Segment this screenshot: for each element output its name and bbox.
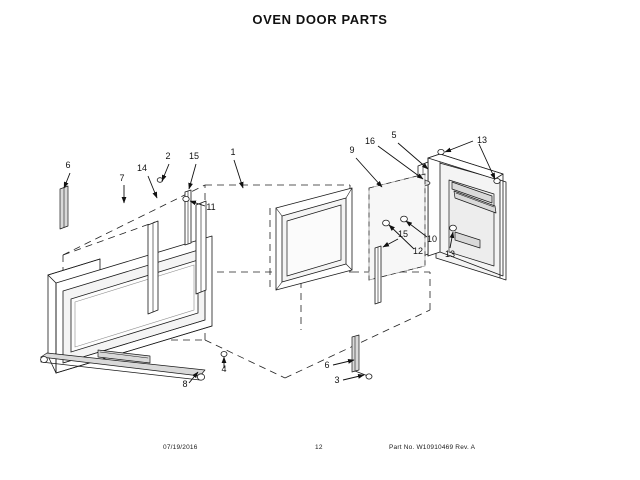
outer-door-frame-right	[427, 153, 507, 281]
front-door-panel	[47, 235, 213, 374]
page-title: OVEN DOOR PARTS	[252, 12, 388, 27]
diagram-canvas: .ln { fill:none; stroke:#1a1a1a; stroke-…	[0, 40, 640, 430]
callout-9: 9	[349, 145, 354, 155]
inner-glass-liner	[368, 173, 426, 281]
door-handle-assembly	[40, 349, 206, 381]
callout-1: 1	[230, 147, 235, 157]
callout-11: 11	[206, 202, 215, 212]
inner-door-glass-frame	[275, 187, 353, 291]
callout-15-right: 15	[398, 229, 408, 239]
fasteners	[156, 149, 501, 357]
callout-14: 14	[137, 163, 147, 173]
footer-page-number: 12	[315, 444, 323, 451]
page-footer: 07/19/2016 12 Part No. W10910469 Rev. A	[0, 442, 640, 458]
callout-16: 16	[365, 136, 375, 146]
callout-6-top-left: 6	[65, 160, 70, 170]
callout-7: 7	[119, 173, 124, 183]
oven-door-exploded-diagram: .ln { fill:none; stroke:#1a1a1a; stroke-…	[40, 130, 507, 389]
callout-12: 12	[413, 246, 423, 256]
callout-8: 8	[182, 379, 187, 389]
callout-leaders	[63, 140, 496, 384]
callout-numbers: 6 7 14 2 15 1 11 9 16 5 13 10 12 13 15 6…	[65, 130, 487, 389]
footer-revision-date: 07/19/2016	[163, 444, 198, 451]
callout-13-top: 13	[477, 135, 487, 145]
callout-5: 5	[391, 130, 396, 140]
callout-2: 2	[165, 151, 170, 161]
callout-3: 3	[334, 375, 339, 385]
bracket-part-6-top	[59, 185, 69, 230]
door-side-trim-rail	[147, 200, 207, 315]
callout-15-top: 15	[189, 151, 199, 161]
callout-4: 4	[221, 364, 226, 374]
callout-6-bottom: 6	[324, 360, 329, 370]
callout-13-bottom: 13	[445, 249, 455, 259]
footer-part-number: Part No. W10910469 Rev. A	[389, 444, 476, 451]
callout-10: 10	[427, 234, 437, 244]
